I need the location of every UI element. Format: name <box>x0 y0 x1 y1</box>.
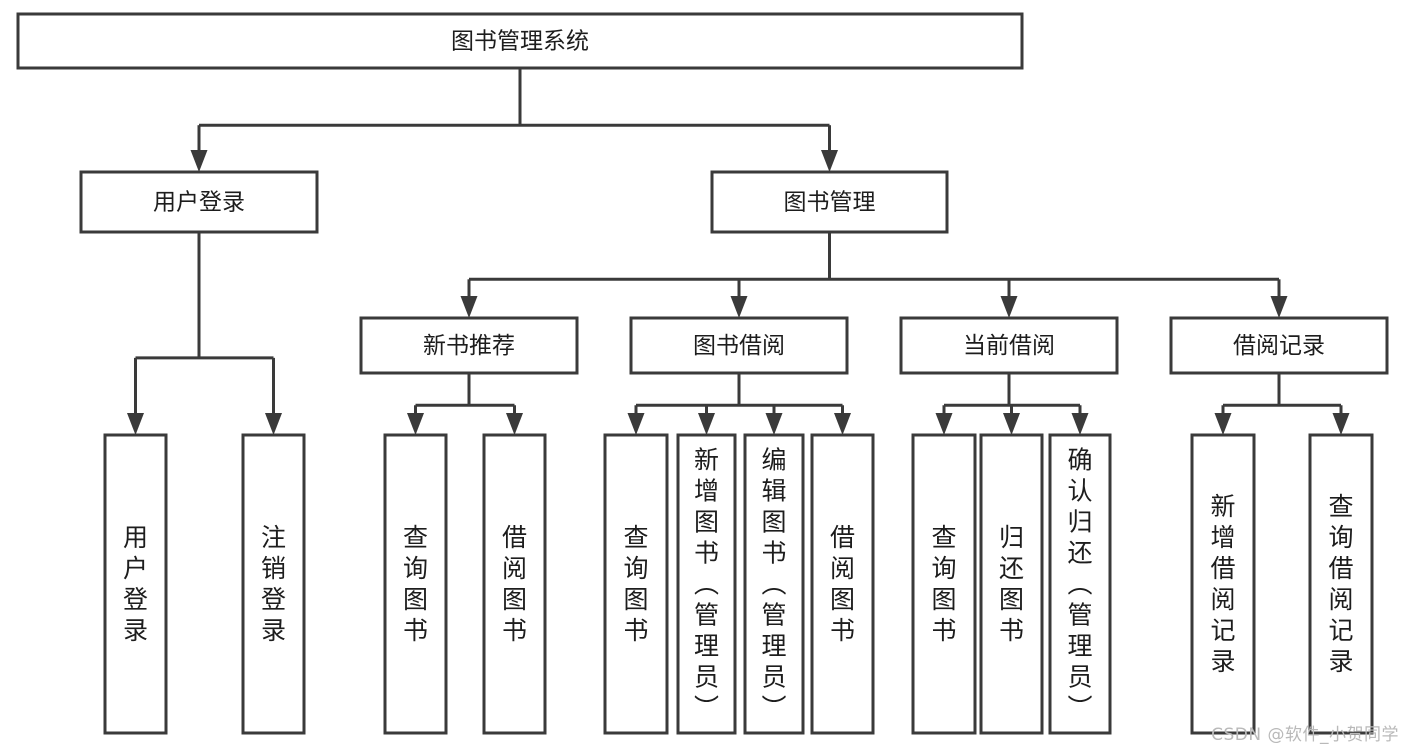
node-label-leaf-borrow-book-2: 借阅图书 <box>830 523 855 645</box>
node-box-leaf-add-book[interactable] <box>676 433 737 735</box>
node-box-leaf-borrow-book-1[interactable] <box>482 433 547 735</box>
node-label-borrow-record: 借阅记录 <box>1233 333 1325 359</box>
node-box-leaf-borrow-book-2[interactable] <box>810 433 875 735</box>
node-leaf-return-book[interactable]: 归还图书 <box>979 433 1044 735</box>
node-leaf-borrow-book-2[interactable]: 借阅图书 <box>810 433 875 735</box>
node-label-leaf-user-logout: 注销登录 <box>261 523 286 645</box>
node-layer: 图书管理系统用户登录图书管理新书推荐图书借阅当前借阅借阅记录用户登录注销登录查询… <box>16 12 1389 735</box>
node-new-book-rec[interactable]: 新书推荐 <box>359 316 579 375</box>
node-box-leaf-add-record[interactable] <box>1190 433 1256 735</box>
node-label-root: 图书管理系统 <box>451 29 589 55</box>
node-current-borrow[interactable]: 当前借阅 <box>899 316 1119 375</box>
node-box-leaf-confirm-return[interactable] <box>1048 433 1112 735</box>
node-box-leaf-user-logout[interactable] <box>241 433 306 735</box>
node-user-login[interactable]: 用户登录 <box>79 170 319 234</box>
node-box-user-login[interactable] <box>79 170 319 234</box>
node-box-leaf-return-book[interactable] <box>979 433 1044 735</box>
node-box-leaf-query-record[interactable] <box>1308 433 1374 735</box>
node-leaf-borrow-book-1[interactable]: 借阅图书 <box>482 433 547 735</box>
node-label-book-manage: 图书管理 <box>784 190 876 216</box>
node-box-book-manage[interactable] <box>710 170 949 234</box>
node-label-leaf-query-book-3: 查询图书 <box>931 523 956 645</box>
node-box-leaf-user-login[interactable] <box>103 433 168 735</box>
node-leaf-query-record[interactable]: 查询借阅记录 <box>1308 433 1374 735</box>
node-leaf-add-book[interactable]: 新增图书︵管理员︶ <box>676 433 737 735</box>
node-label-leaf-borrow-book-1: 借阅图书 <box>502 523 527 645</box>
node-box-new-book-rec[interactable] <box>359 316 579 375</box>
node-label-current-borrow: 当前借阅 <box>963 333 1055 359</box>
node-leaf-add-record[interactable]: 新增借阅记录 <box>1190 433 1256 735</box>
node-label-leaf-query-book-1: 查询图书 <box>403 523 428 645</box>
node-box-leaf-query-book-3[interactable] <box>911 433 977 735</box>
node-box-leaf-query-book-2[interactable] <box>603 433 669 735</box>
node-leaf-user-logout[interactable]: 注销登录 <box>241 433 306 735</box>
node-label-leaf-confirm-return: 确认归还︵管理员︶ <box>1067 446 1092 723</box>
node-leaf-query-book-1[interactable]: 查询图书 <box>383 433 448 735</box>
node-leaf-query-book-3[interactable]: 查询图书 <box>911 433 977 735</box>
node-label-leaf-query-book-2: 查询图书 <box>623 523 648 645</box>
node-book-manage[interactable]: 图书管理 <box>710 170 949 234</box>
node-label-new-book-rec: 新书推荐 <box>423 333 515 359</box>
node-label-book-borrow: 图书借阅 <box>693 333 785 359</box>
node-book-borrow[interactable]: 图书借阅 <box>629 316 849 375</box>
node-leaf-edit-book[interactable]: 编辑图书︵管理员︶ <box>743 433 805 735</box>
node-label-leaf-query-record: 查询借阅记录 <box>1328 492 1353 676</box>
node-box-book-borrow[interactable] <box>629 316 849 375</box>
node-label-user-login: 用户登录 <box>153 190 245 216</box>
node-label-leaf-user-login: 用户登录 <box>123 523 148 645</box>
node-box-current-borrow[interactable] <box>899 316 1119 375</box>
node-box-borrow-record[interactable] <box>1169 316 1389 375</box>
node-borrow-record[interactable]: 借阅记录 <box>1169 316 1389 375</box>
node-leaf-confirm-return[interactable]: 确认归还︵管理员︶ <box>1048 433 1112 735</box>
connector-layer <box>127 68 1350 435</box>
node-leaf-user-login[interactable]: 用户登录 <box>103 433 168 735</box>
node-box-root[interactable] <box>16 12 1024 70</box>
node-label-leaf-add-book: 新增图书︵管理员︶ <box>694 446 719 723</box>
node-box-leaf-query-book-1[interactable] <box>383 433 448 735</box>
node-label-leaf-return-book: 归还图书 <box>999 523 1024 645</box>
node-leaf-query-book-2[interactable]: 查询图书 <box>603 433 669 735</box>
node-box-leaf-edit-book[interactable] <box>743 433 805 735</box>
node-root[interactable]: 图书管理系统 <box>16 12 1024 70</box>
node-label-leaf-add-record: 新增借阅记录 <box>1210 492 1235 676</box>
node-label-leaf-edit-book: 编辑图书︵管理员︶ <box>761 446 786 723</box>
